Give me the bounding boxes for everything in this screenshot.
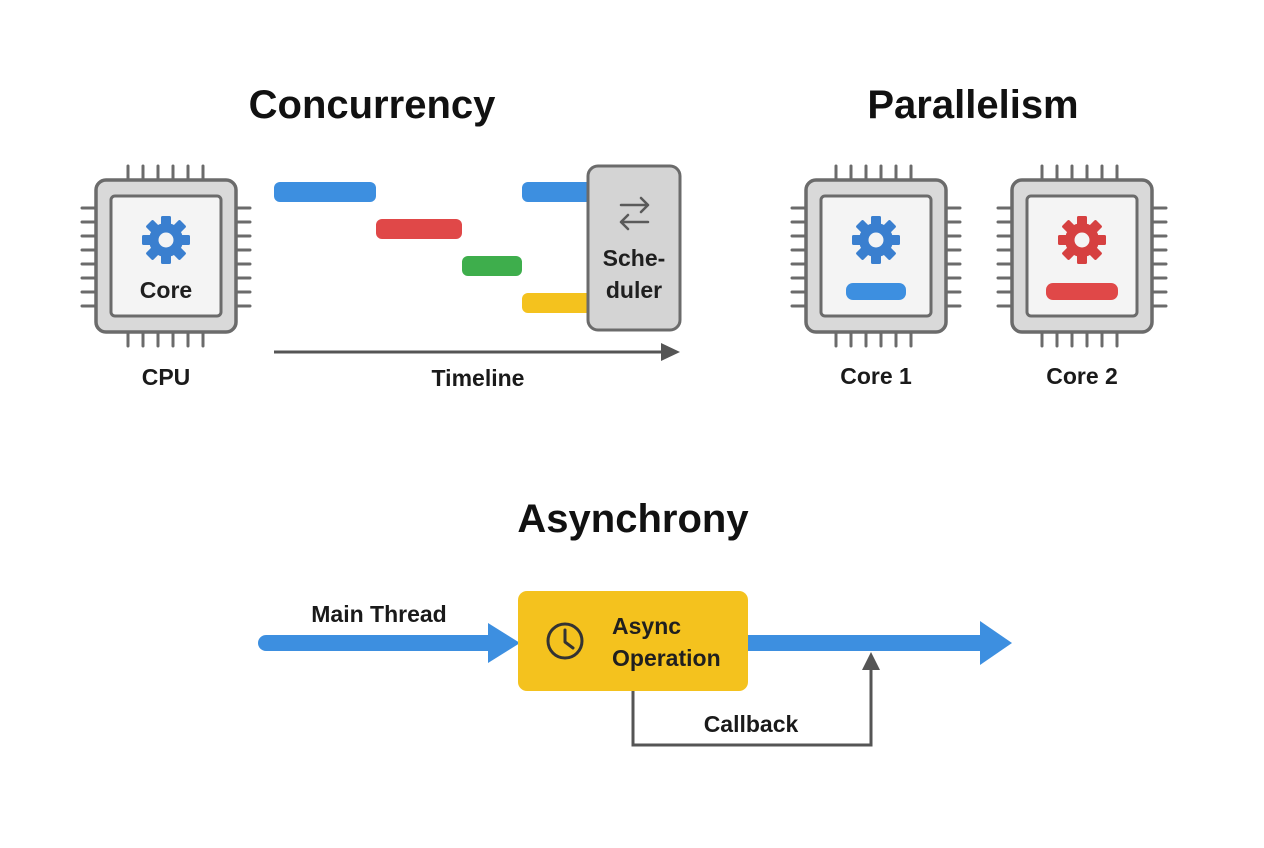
cpu-chip-pins: [80, 164, 252, 348]
main-thread-arrow-out: [746, 621, 1012, 665]
cpu-core-label: Core: [140, 277, 192, 303]
asynchrony-title: Asynchrony: [517, 497, 749, 541]
core-1-chip: [790, 164, 962, 348]
scheduler-label-line2: duler: [606, 277, 662, 303]
cpu-chip: Core: [80, 164, 252, 348]
callback-arrow: [631, 652, 880, 747]
core-1-label: Core 1: [840, 363, 912, 389]
swap-arrows-icon: [619, 196, 650, 231]
scheduler-box: Sche- duler: [586, 164, 682, 332]
concurrency-title: Concurrency: [249, 83, 496, 127]
async-operation-label-line2: Operation: [612, 645, 721, 671]
callback-label: Callback: [704, 711, 799, 737]
async-operation-label-line1: Async: [612, 613, 681, 639]
timeline-arrow: [274, 343, 680, 361]
core-2-label: Core 2: [1046, 363, 1118, 389]
task-bar-red: [376, 219, 462, 239]
gear-icon: [142, 216, 190, 264]
parallelism-title: Parallelism: [867, 83, 1078, 127]
core-2-chip: [996, 164, 1168, 348]
task-bar-green: [462, 256, 522, 276]
async-operation-box: Async Operation: [518, 591, 748, 691]
gear-icon: [1058, 216, 1106, 264]
task-bar-blue-2: [522, 182, 597, 202]
main-thread-label: Main Thread: [311, 601, 446, 627]
concurrency-section: Concurrency: [80, 83, 682, 391]
gear-icon: [852, 216, 900, 264]
concurrency-task-bars: [274, 182, 597, 313]
main-thread-arrow-in: [258, 623, 520, 663]
core-2-task-bar: [1046, 283, 1118, 300]
cpu-caption: CPU: [142, 364, 191, 390]
scheduler-label-line1: Sche-: [603, 245, 666, 271]
clock-icon: [546, 622, 584, 660]
asynchrony-section: Asynchrony Main Thread Callback Async O: [258, 497, 1012, 747]
core-2-chip-pins: [996, 164, 1168, 348]
parallelism-section: Parallelism: [790, 83, 1168, 389]
timeline-label: Timeline: [432, 365, 525, 391]
core-1-task-bar: [846, 283, 906, 300]
task-bar-blue-1: [274, 182, 376, 202]
core-1-chip-pins: [790, 164, 962, 348]
task-bar-yellow: [522, 293, 597, 313]
